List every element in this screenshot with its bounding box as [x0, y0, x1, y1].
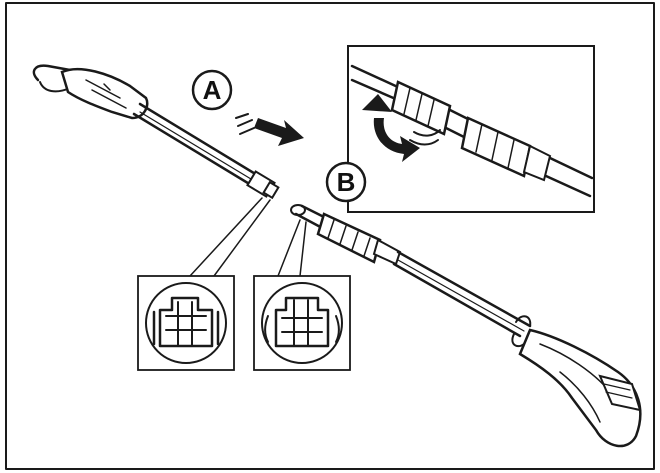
detail-shaft-left: [350, 64, 402, 102]
sleeve-collar: [372, 238, 402, 266]
inset-left-circle: [145, 282, 227, 364]
inset-rotation-detail: [347, 45, 595, 213]
upper-connector-tip: [262, 180, 280, 200]
lower-shaft-bottom-edge: [392, 262, 522, 338]
pruner-head-housing: [60, 67, 149, 120]
inset-lower-connector: [253, 275, 351, 371]
upper-shaft-highlight: [139, 111, 257, 183]
socket-pins-left: [165, 301, 207, 347]
rotate-arrow-shape: [373, 118, 420, 162]
upper-pole: [32, 64, 280, 200]
leader-lines-right: [277, 219, 307, 277]
socket-rails-left: [152, 310, 220, 346]
socket-tabs-right: [264, 315, 340, 343]
callout-b-circle: [325, 161, 367, 203]
rotate-arrow-motion: [409, 129, 441, 146]
detail-coupling-bottom-grip: [475, 123, 515, 169]
rotate-arrow-head: [362, 94, 392, 112]
detail-coupling-bottom: [460, 116, 532, 178]
inset-right-circle: [261, 282, 343, 364]
leader-lines-left: [189, 197, 271, 277]
sleeve-grip-lines: [327, 219, 371, 257]
callout-b-label: B: [337, 167, 356, 197]
rotate-arrow-icon: [362, 94, 441, 162]
detail-coupling-grip: [403, 87, 435, 127]
outer-frame: [5, 2, 655, 470]
detail-coupling-top: [390, 80, 452, 136]
lower-shaft-top-edge: [396, 250, 532, 328]
callout-a-label: A: [203, 75, 222, 105]
housing-detail: [85, 79, 127, 109]
push-direction-arrow-icon: [235, 113, 304, 146]
upper-shaft-bottom-edge: [132, 112, 258, 190]
detail-shaft-right: [544, 156, 594, 198]
upper-shaft-top-edge: [138, 102, 264, 180]
battery-pack: [598, 374, 642, 412]
coupling-sleeve: [316, 212, 382, 264]
push-arrow-motion-lines: [235, 113, 255, 135]
socket-pins-right: [281, 299, 323, 347]
rear-handle: [518, 328, 642, 448]
inset-upper-connector: [137, 275, 235, 371]
detail-collar: [522, 144, 552, 182]
push-arrow-head: [254, 118, 304, 146]
callout-a: A: [191, 69, 233, 111]
callout-a-circle: [191, 69, 233, 111]
callout-b: B: [325, 161, 367, 203]
lower-shaft-highlight: [397, 259, 525, 332]
battery-ribs: [603, 383, 633, 399]
lower-pole: [290, 204, 642, 448]
